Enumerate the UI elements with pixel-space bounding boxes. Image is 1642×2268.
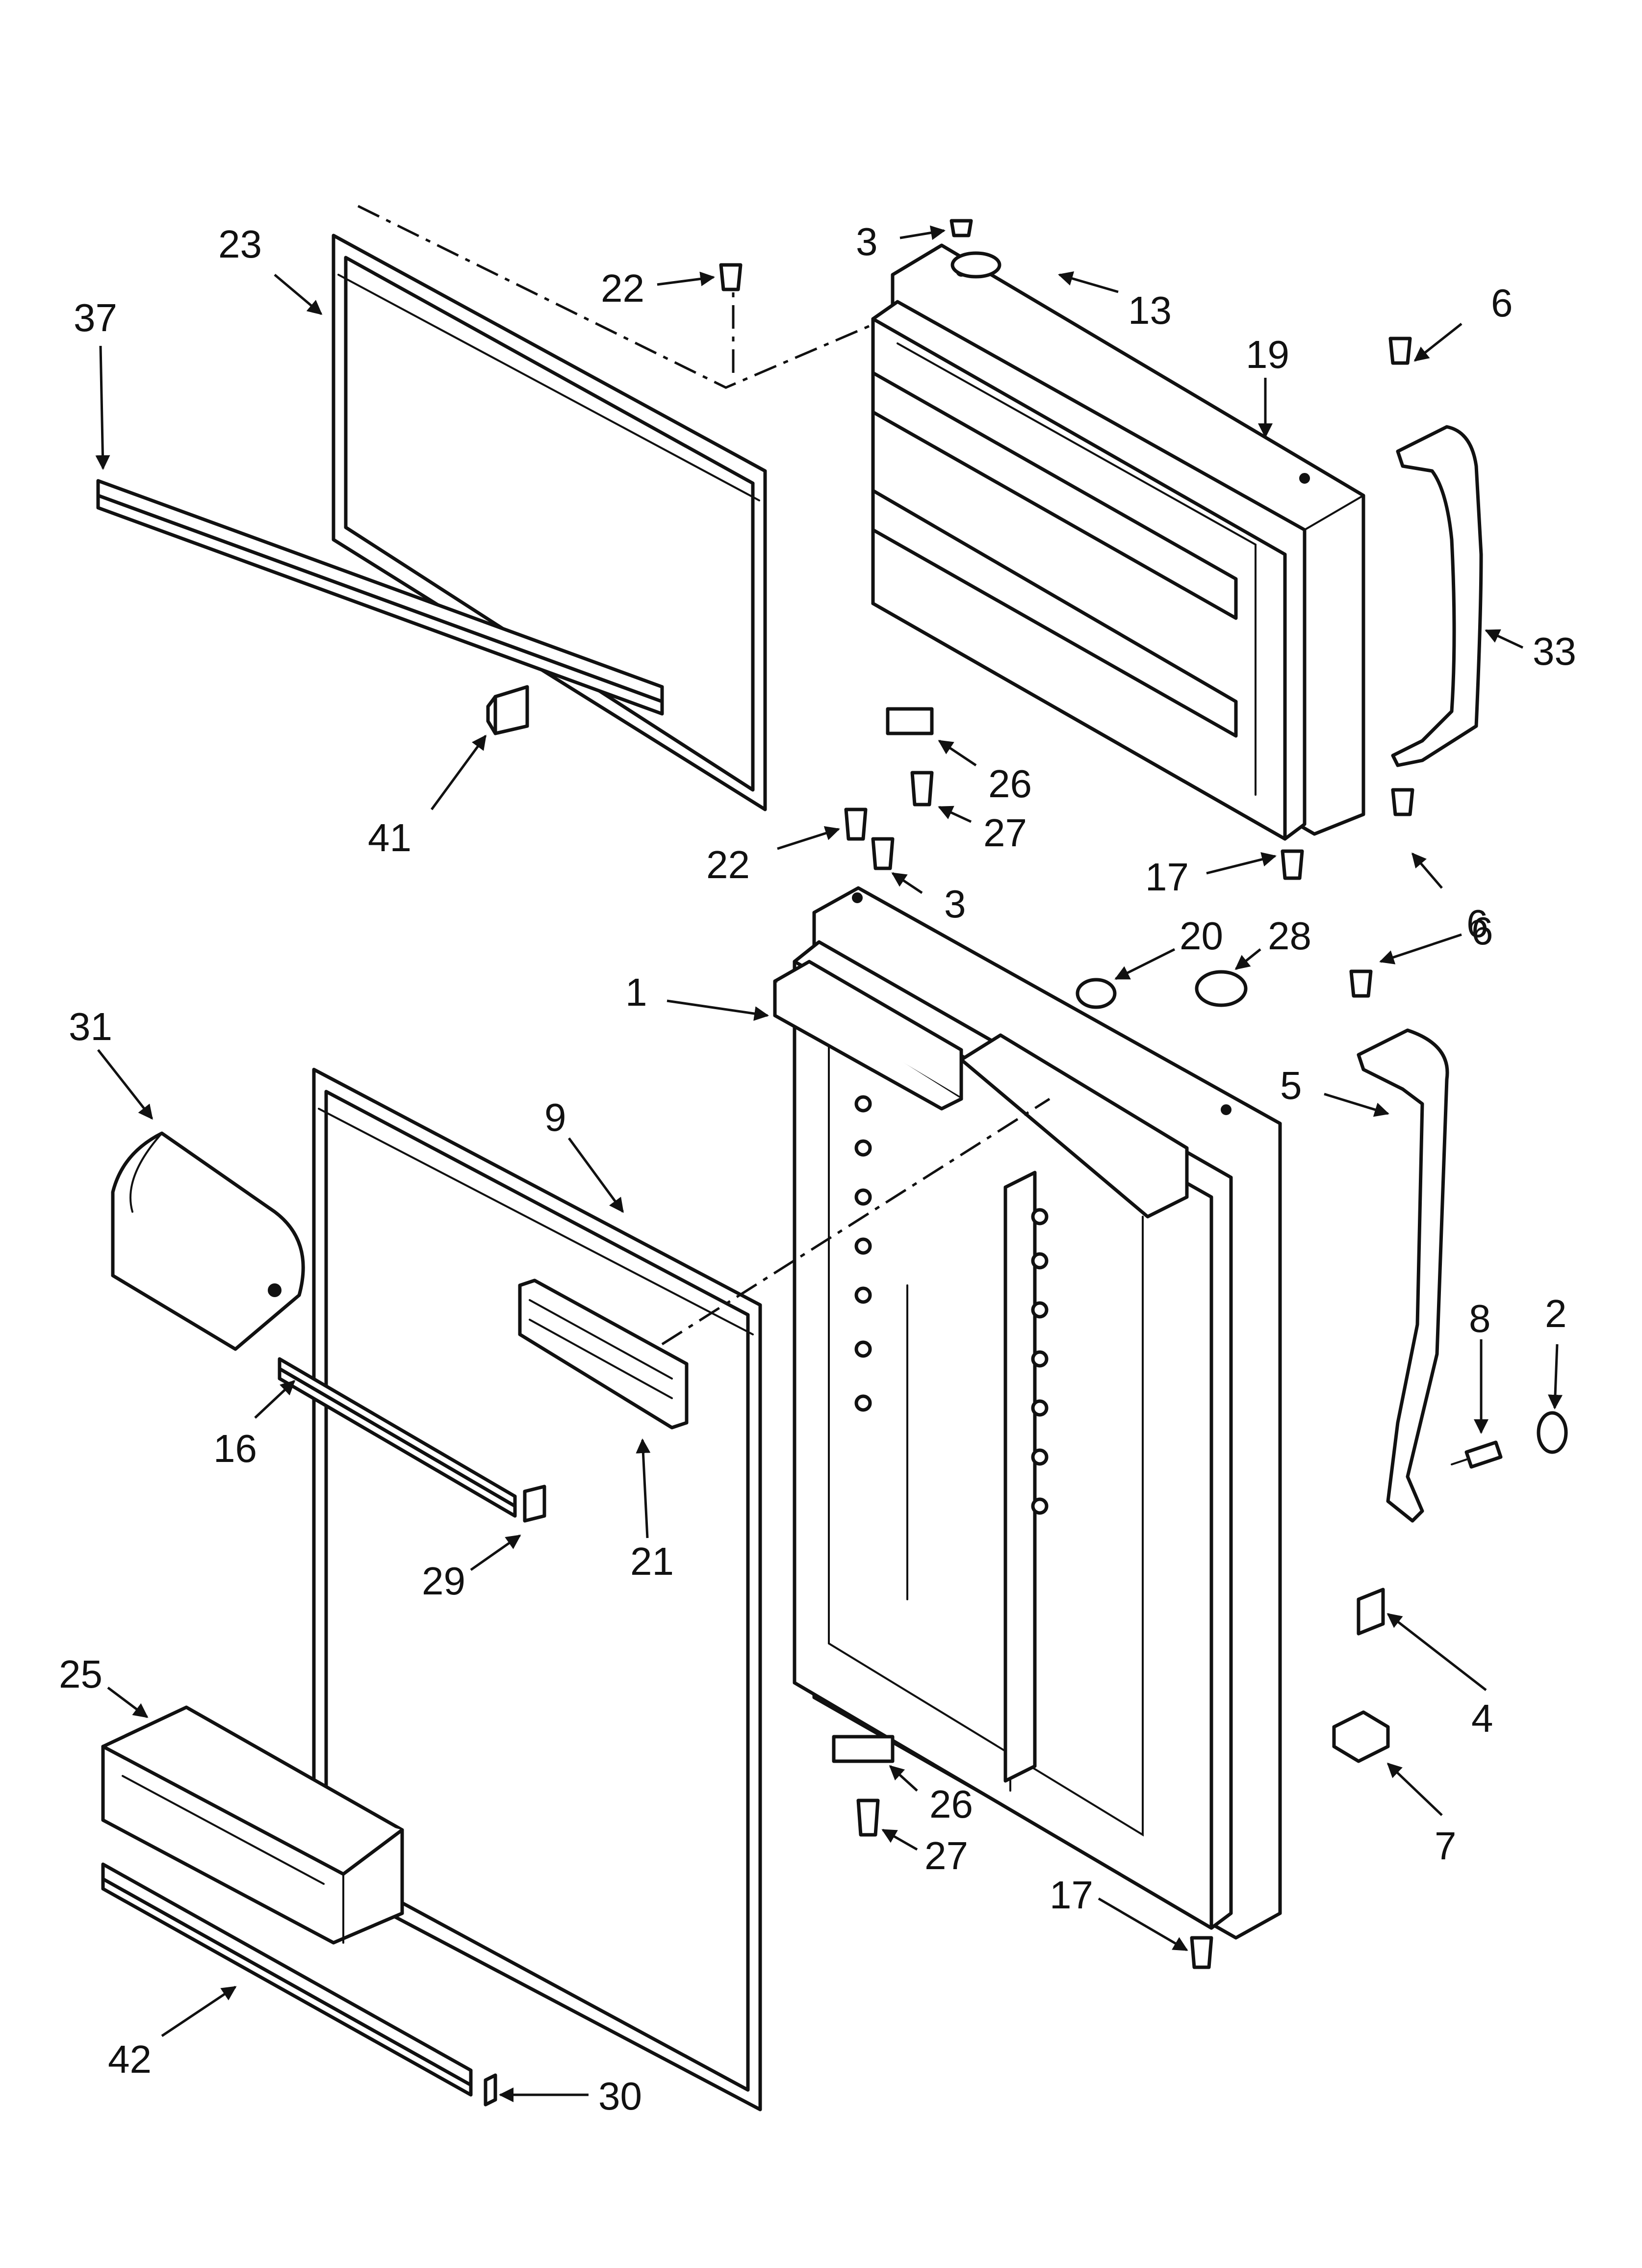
hinge-part-4 [1357, 1588, 1385, 1636]
callout-leaders [95, 225, 1563, 2102]
screw-27b [856, 1799, 880, 1837]
screw-17a [1281, 849, 1304, 880]
callout-6: 6 [1466, 902, 1488, 945]
callout-9: 9 [544, 1095, 566, 1139]
callout-5: 5 [1280, 1064, 1302, 1107]
freezer-trim-strip [96, 479, 664, 716]
door-shelf-trim [278, 1357, 517, 1518]
hinge-26a [886, 707, 934, 735]
callout-20: 20 [1180, 914, 1223, 958]
callout-22: 22 [601, 266, 644, 310]
freezer-handle [1391, 425, 1483, 767]
callout-37: 37 [74, 296, 117, 339]
callout-17: 17 [1050, 1873, 1093, 1917]
freezer-door [871, 243, 1365, 841]
shelf-support-holes [854, 1095, 1049, 1515]
trim-end-cap [486, 685, 529, 735]
bin-trim-cap [484, 2073, 497, 2107]
screw-3a [949, 219, 973, 237]
callout-26: 26 [929, 1782, 973, 1826]
callout-17: 17 [1145, 855, 1189, 899]
screw-6a [1388, 337, 1412, 365]
callout-13: 13 [1128, 288, 1172, 332]
callout-28: 28 [1268, 914, 1311, 958]
callout-2: 2 [1545, 1292, 1567, 1335]
callout-labels: 3 22 13 19 6 23 37 33 41 26 27 17 6 22 3… [59, 220, 1576, 2118]
plug-28 [1195, 970, 1248, 1007]
trim-clip [523, 1485, 546, 1523]
callout-4: 4 [1471, 1696, 1493, 1740]
hinge-part-7 [1332, 1710, 1390, 1763]
callout-3: 3 [944, 882, 966, 926]
screw-3b [871, 837, 895, 870]
callout-25: 25 [59, 1652, 103, 1696]
door-bin [101, 1705, 404, 1945]
screw-6b [1391, 788, 1414, 816]
callout-30: 30 [598, 2074, 642, 2118]
fresh-food-door [773, 886, 1282, 1940]
alignment-line [357, 205, 898, 389]
callout-6: 6 [1471, 909, 1493, 953]
alignment-line-2 [661, 1097, 1051, 1346]
callout-19: 19 [1246, 333, 1289, 376]
freezer-door-gasket [332, 234, 767, 811]
callout-8: 8 [1469, 1297, 1491, 1340]
callout-27: 27 [983, 811, 1027, 855]
fresh-food-door-gasket [312, 1068, 762, 2112]
callout-29: 29 [422, 1559, 465, 1603]
callout-3: 3 [856, 220, 878, 263]
callout-26: 26 [988, 762, 1032, 806]
callout-16: 16 [213, 1427, 257, 1470]
callout-33: 33 [1533, 629, 1576, 673]
callout-6: 6 [1491, 281, 1513, 325]
screw-8 [1451, 1440, 1503, 1469]
callout-31: 31 [69, 1005, 112, 1048]
hinge-pin-22a [719, 263, 743, 291]
hinge-26b [832, 1735, 895, 1763]
bin-trim [101, 1862, 473, 2097]
callout-23: 23 [218, 222, 262, 266]
washer-13 [950, 251, 1001, 279]
callout-27: 27 [924, 1834, 968, 1877]
callout-7: 7 [1435, 1824, 1457, 1868]
plug-20 [1076, 978, 1117, 1009]
handle-cap-2 [1537, 1411, 1568, 1454]
fresh-food-handle [1357, 1028, 1449, 1523]
light-shield [518, 1278, 689, 1430]
callout-1: 1 [625, 970, 647, 1014]
screw-17b [1190, 1936, 1213, 1969]
callout-21: 21 [630, 1539, 674, 1583]
callout-22: 22 [706, 843, 750, 886]
callout-42: 42 [108, 2037, 152, 2081]
callout-41: 41 [368, 816, 411, 860]
dairy-compartment [111, 1131, 305, 1351]
hinge-pin-22b [844, 808, 868, 841]
screw-6c [1349, 969, 1373, 998]
screw-27a [910, 771, 934, 807]
